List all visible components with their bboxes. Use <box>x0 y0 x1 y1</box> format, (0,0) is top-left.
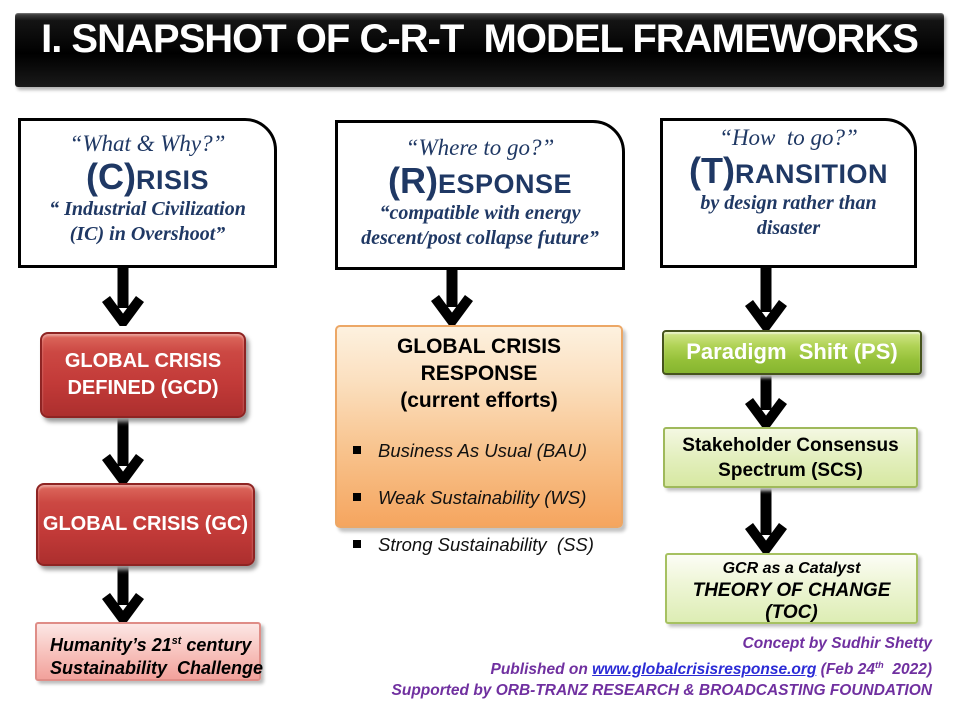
transition-word: RANSITION <box>734 159 888 189</box>
footer-supported-line: Supported by ORB-TRANZ RESEARCH & BROADC… <box>391 682 932 700</box>
bullet-bau: Business As Usual (BAU) <box>378 440 588 461</box>
footer-published-prefix: Published on <box>490 660 593 678</box>
global-crisis-box: GLOBAL CRISIS (GC) <box>36 483 255 566</box>
down-arrow-icon <box>745 374 787 428</box>
humanity-line1-text: Humanity’s 21 <box>50 635 172 655</box>
transition-subtitle-line1: by design rather than <box>700 191 877 214</box>
global-crisis-response-box: GLOBAL CRISIS RESPONSE (current efforts)… <box>335 325 623 555</box>
response-title: (R)ESPONSE <box>338 160 622 201</box>
page-title: I. SNAPSHOT OF C-R-T MODEL FRAMEWORKS <box>41 17 919 61</box>
transition-question: “How to go?” <box>719 125 858 150</box>
transition-title: (T)RANSITION <box>663 150 914 191</box>
humanity-superscript: st <box>171 635 182 647</box>
footer-published-line: Published on www.globalcrisisresponse.or… <box>392 655 933 681</box>
crisis-subtitle-line1: “ Industrial Civilization <box>49 197 246 220</box>
list-item: Business As Usual (BAU) <box>337 440 621 462</box>
toc-line1: GCR as a Catalyst <box>722 560 861 577</box>
crisis-header-box: “What & Why?” (C)RISIS “ Industrial Civi… <box>18 118 277 268</box>
square-bullet-icon <box>353 493 361 501</box>
gc-label: GLOBAL CRISIS (GC) <box>42 513 249 535</box>
down-arrow-icon <box>745 488 787 553</box>
global-crisis-defined-box: GLOBAL CRISIS DEFINED (GCD) <box>40 332 246 418</box>
toc-line3: (TOC) <box>765 602 818 623</box>
response-box-title-line2: (current efforts) <box>400 389 558 412</box>
down-arrow-icon <box>745 268 787 330</box>
toc-line2: THEORY OF CHANGE <box>692 580 891 601</box>
paradigm-shift-box: Paradigm Shift (PS) <box>662 330 922 375</box>
square-bullet-icon <box>353 446 361 454</box>
website-link[interactable]: www.globalcrisisresponse.org <box>592 660 817 678</box>
down-arrow-icon <box>102 268 144 326</box>
scs-line2: Spectrum (SCS) <box>718 459 863 481</box>
gcd-line2: DEFINED (GCD) <box>67 377 219 399</box>
square-bullet-icon <box>353 540 361 548</box>
crisis-word: RISIS <box>135 165 209 195</box>
transition-header-box: “How to go?” (T)RANSITION by design rath… <box>660 118 917 268</box>
list-item: Strong Sustainability (SS) <box>337 534 621 556</box>
response-header-box: “Where to go?” (R)ESPONSE “compatible wi… <box>335 120 625 270</box>
footer-credits: Concept by Sudhir Shetty Published on ww… <box>392 633 932 702</box>
response-question: “Where to go?” <box>405 135 555 160</box>
response-bullet-list: Business As Usual (BAU) Weak Sustainabil… <box>337 440 621 556</box>
title-bar: I. SNAPSHOT OF C-R-T MODEL FRAMEWORKS <box>15 13 944 87</box>
response-subtitle-line1: “compatible with energy <box>379 201 581 224</box>
down-arrow-icon <box>102 566 144 623</box>
theory-of-change-box: GCR as a Catalyst THEORY OF CHANGE (TOC) <box>665 553 918 624</box>
humanity-line1-rest: century <box>181 635 252 655</box>
down-arrow-icon <box>102 417 144 484</box>
bullet-ss: Strong Sustainability (SS) <box>378 534 594 555</box>
response-subtitle-line2: descent/post collapse future” <box>361 226 599 249</box>
humanity-line2: Sustainability Challenge <box>50 658 264 678</box>
response-box-title: GLOBAL CRISIS RESPONSE (current efforts) <box>337 327 621 414</box>
bullet-ws: Weak Sustainability (WS) <box>378 487 587 508</box>
humanity-challenge-box: Humanity’s 21st century Sustainability C… <box>35 622 264 681</box>
gcd-line1: GLOBAL CRISIS <box>64 350 222 372</box>
transition-subtitle-line2: disaster <box>756 216 821 239</box>
response-word: ESPONSE <box>437 169 573 199</box>
scs-line1: Stakeholder Consensus <box>682 434 899 456</box>
transition-letter: (T) <box>689 150 735 191</box>
footer-date-pre: (Feb 24 <box>816 660 875 678</box>
down-arrow-icon <box>431 270 473 325</box>
crisis-subtitle-line2: (IC) in Overshoot” <box>69 222 226 245</box>
stakeholder-consensus-box: Stakeholder Consensus Spectrum (SCS) <box>663 427 918 488</box>
footer-concept-line: Concept by Sudhir Shetty <box>742 635 932 652</box>
crisis-question: “What & Why?” <box>69 131 226 156</box>
footer-date-superscript: th <box>874 659 884 670</box>
humanity-line1: Humanity’s 21st century <box>50 630 259 657</box>
footer-date-post: 2022) <box>883 660 932 678</box>
response-letter: (R) <box>387 160 438 201</box>
response-box-title-line1: GLOBAL CRISIS RESPONSE <box>396 335 562 385</box>
list-item: Weak Sustainability (WS) <box>337 487 621 509</box>
crisis-letter: (C) <box>85 156 136 197</box>
crisis-title: (C)RISIS <box>21 156 274 197</box>
